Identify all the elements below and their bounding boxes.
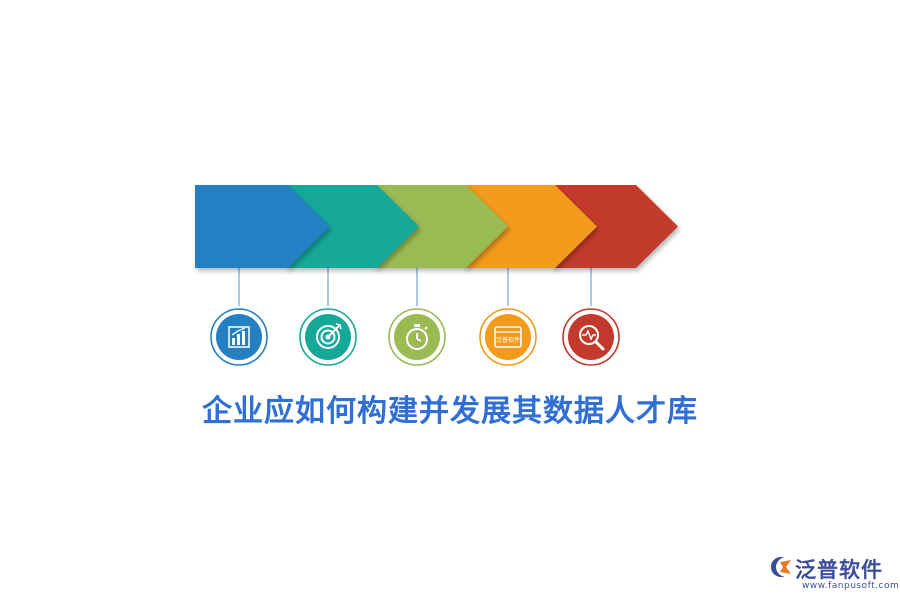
page-title: 企业应如何构建并发展其数据人才库 [202, 394, 698, 429]
logo-url: www.fanpusoft.com [802, 581, 900, 591]
brand-logo: 泛普软件 www.fanpusoft.com [768, 552, 899, 594]
arrow-segment-2 [284, 185, 419, 268]
fanpu-logo-icon [771, 556, 791, 578]
logo-name: 泛普软件 [795, 558, 883, 582]
stopwatch-icon [388, 308, 446, 366]
connector-lines [238, 268, 592, 306]
target-icon [299, 308, 357, 366]
arrow-segment-3 [373, 185, 508, 268]
arrow-chain [195, 185, 678, 268]
browser-window-icon: 泛普软件 [479, 308, 537, 366]
process-arrow-diagram: 泛普软件 [195, 185, 678, 366]
arrow-segment-1 [195, 185, 330, 268]
bar-chart-icon [210, 308, 268, 366]
arrow-segment-5 [551, 185, 678, 268]
browser-window-icon-text: 泛普软件 [496, 336, 520, 344]
step-icons: 泛普软件 [210, 308, 620, 366]
arrow-segment-4 [462, 185, 597, 268]
magnifier-pulse-icon [562, 308, 620, 366]
